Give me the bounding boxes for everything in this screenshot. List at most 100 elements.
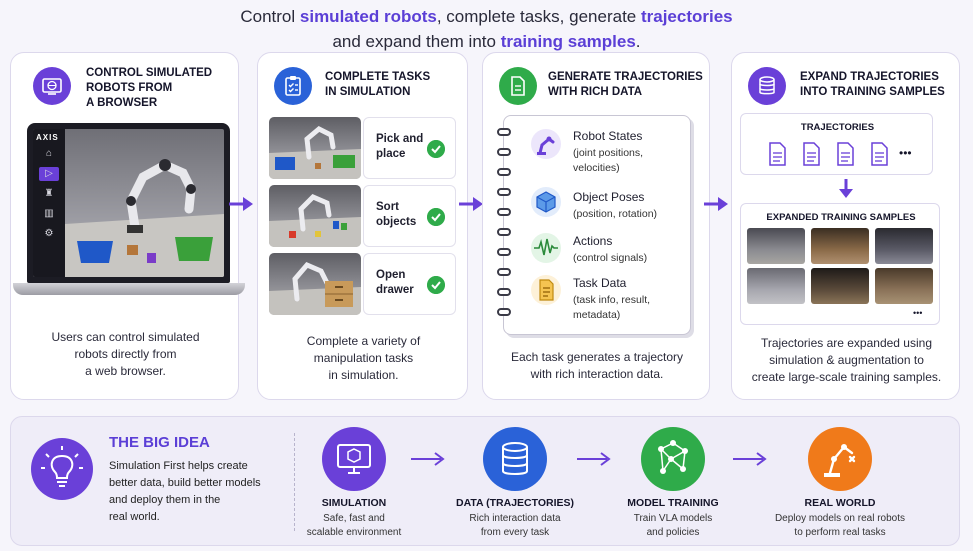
lightbulb-icon	[31, 438, 93, 500]
file-icon	[803, 142, 820, 166]
settings-icon[interactable]: ⚙	[44, 228, 54, 239]
title-line: IN SIMULATION	[325, 86, 411, 98]
play-icon[interactable]: ▷	[39, 167, 59, 181]
spiral-ring	[497, 228, 511, 236]
data-item-sub: (position, rotation)	[573, 208, 658, 220]
task-card-pick-and-place[interactable]: Pick and place	[363, 117, 456, 179]
divider	[294, 433, 295, 531]
sample-thumbnail	[747, 268, 805, 304]
tasks-caption: Complete a variety of manipulation tasks…	[258, 333, 469, 384]
headline-text: .	[635, 32, 641, 51]
arrow-right-icon	[459, 197, 483, 211]
document-icon	[531, 275, 561, 305]
spiral-ring	[497, 128, 511, 136]
title-line: WITH RICH DATA	[548, 86, 643, 98]
more-dots: •••	[899, 146, 912, 160]
headline-text: and expand them into	[332, 32, 501, 51]
sample-thumbnail	[875, 268, 933, 304]
caption-line: Each task generates a trajectory	[510, 350, 684, 364]
stage-desc-line: Rich interaction data	[469, 513, 561, 524]
home-icon[interactable]: ⌂	[45, 148, 53, 159]
big-idea-line: Simulation First helps create	[109, 460, 248, 472]
stage-desc-line: scalable environment	[306, 527, 402, 538]
task-thumbnail	[269, 253, 361, 315]
file-icon	[871, 142, 888, 166]
expand-title: EXPAND TRAJECTORIES INTO TRAINING SAMPLE…	[800, 70, 945, 100]
sim-viewport: AXIS ⌂ ▷ ♜ ▥ ⚙	[33, 129, 224, 277]
headline-line-2: and expand them into training samples.	[0, 29, 973, 54]
clipboard-checklist-icon	[274, 67, 312, 105]
data-item-title: Actions	[573, 234, 613, 248]
check-icon	[427, 208, 445, 226]
stage-desc-line: Deploy models on real robots	[774, 513, 906, 524]
big-idea-heading: THE BIG IDEA	[109, 434, 210, 451]
headline-highlight: simulated robots	[299, 7, 437, 26]
data-item-sub: (task info, result,	[573, 294, 651, 306]
monitor-cube-icon	[322, 427, 386, 491]
spiral-ring	[497, 268, 511, 276]
spiral-ring	[497, 308, 511, 316]
tasks-panel: COMPLETE TASKS IN SIMULATION Pick and pl…	[257, 52, 468, 400]
stage-title: REAL WORLD	[804, 497, 876, 509]
caption-line: manipulation tasks	[313, 351, 414, 365]
stage-title: SIMULATION	[321, 497, 387, 509]
tasks-title: COMPLETE TASKS IN SIMULATION	[325, 70, 430, 100]
title-line: CONTROL SIMULATED	[86, 67, 213, 79]
stage-desc-line: Safe, fast and	[323, 513, 385, 524]
big-idea-text: Simulation First helps create better dat…	[109, 458, 281, 526]
robot-arm-icon[interactable]: ♜	[44, 188, 54, 199]
signal-wave-icon	[531, 233, 561, 263]
stage-desc: Deploy models on real robots to perform …	[760, 512, 920, 540]
stage-desc-line: and policies	[646, 527, 700, 538]
spiral-ring	[497, 288, 511, 296]
trajectories-box: TRAJECTORIES •••	[740, 113, 933, 175]
stage-desc-line: from every task	[480, 527, 550, 538]
headline-text: Control	[240, 7, 300, 26]
database-icon	[483, 427, 547, 491]
expand-panel: EXPAND TRAJECTORIES INTO TRAINING SAMPLE…	[731, 52, 960, 400]
check-icon	[427, 140, 445, 158]
arrow-right-icon	[577, 452, 611, 466]
data-item-sub: (control signals)	[573, 252, 648, 264]
laptop-base	[13, 283, 245, 295]
headline-line-1: Control simulated robots, complete tasks…	[0, 4, 973, 29]
title-line: GENERATE TRAJECTORIES	[548, 71, 703, 83]
arrow-right-icon	[229, 197, 253, 211]
arrow-down-icon	[839, 179, 853, 198]
data-item-sub: (joint positions,	[573, 147, 644, 159]
task-card-open-drawer[interactable]: Open drawer	[363, 253, 456, 315]
headline: Control simulated robots, complete tasks…	[0, 4, 973, 54]
trajectories-label: TRAJECTORIES	[800, 122, 875, 133]
trajectories-caption: Each task generates a trajectory with ri…	[483, 349, 711, 383]
control-title: CONTROL SIMULATED ROBOTS FROM A BROWSER	[86, 66, 212, 111]
stage-desc: Safe, fast and scalable environment	[294, 512, 414, 540]
data-item-sub: metadata)	[573, 309, 621, 321]
task-card-sort-objects[interactable]: Sort objects	[363, 185, 456, 247]
title-line: A BROWSER	[86, 97, 158, 109]
file-icon	[837, 142, 854, 166]
app-sidebar: AXIS ⌂ ▷ ♜ ▥ ⚙	[33, 129, 65, 277]
sample-thumbnail	[875, 228, 933, 264]
task-thumbnail	[269, 117, 361, 179]
caption-line: Trajectories are expanded using	[761, 336, 932, 350]
check-icon	[427, 276, 445, 294]
big-idea-line: and deploy them in the	[109, 494, 221, 506]
task-label-line: place	[376, 148, 406, 160]
robot-scene	[65, 159, 224, 277]
caption-line: Users can control simulated	[51, 330, 200, 344]
caption-line: a web browser.	[85, 364, 166, 378]
spiral-ring	[497, 208, 511, 216]
task-label: Sort objects	[376, 200, 416, 230]
sample-thumbnail	[747, 228, 805, 264]
chart-icon[interactable]: ▥	[44, 208, 54, 219]
spiral-ring	[497, 248, 511, 256]
big-idea-line: real world.	[109, 511, 160, 523]
app-name: AXIS	[36, 133, 59, 142]
trajectories-title: GENERATE TRAJECTORIES WITH RICH DATA	[548, 70, 703, 100]
task-label-line: objects	[376, 216, 417, 228]
database-icon	[748, 67, 786, 105]
stage-desc: Rich interaction data from every task	[440, 512, 590, 540]
headline-text: , complete tasks, generate	[436, 7, 641, 26]
arrow-right-icon	[733, 452, 767, 466]
task-label: Open drawer	[376, 268, 414, 298]
